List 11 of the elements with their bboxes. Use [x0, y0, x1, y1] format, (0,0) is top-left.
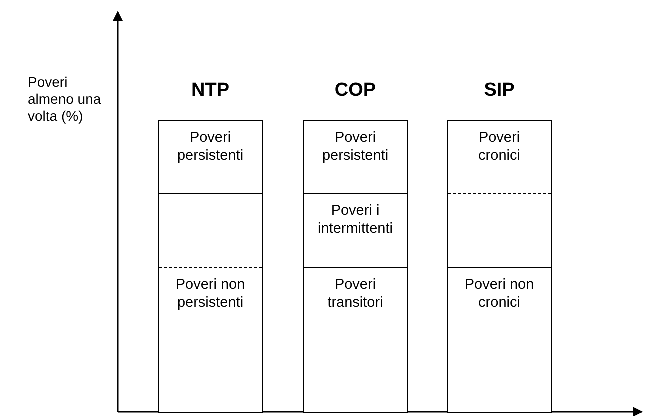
segment-label: Poveri non persistenti: [174, 276, 246, 312]
column-heading: SIP: [483, 80, 516, 102]
segment-label: Poveri non cronici: [464, 276, 536, 312]
column-heading: NTP: [190, 80, 230, 102]
segment-label: Poveri persistenti: [176, 129, 245, 165]
column-heading: COP: [334, 80, 378, 102]
axis-label: Poveri almeno una volta (%): [28, 74, 102, 125]
segment-label: Poveri i intermittenti: [317, 202, 394, 238]
segment-label: Poveri cronici: [478, 129, 522, 165]
segment-label: Poveri transitori: [326, 276, 384, 312]
segment-label: Poveri persistenti: [321, 129, 390, 165]
